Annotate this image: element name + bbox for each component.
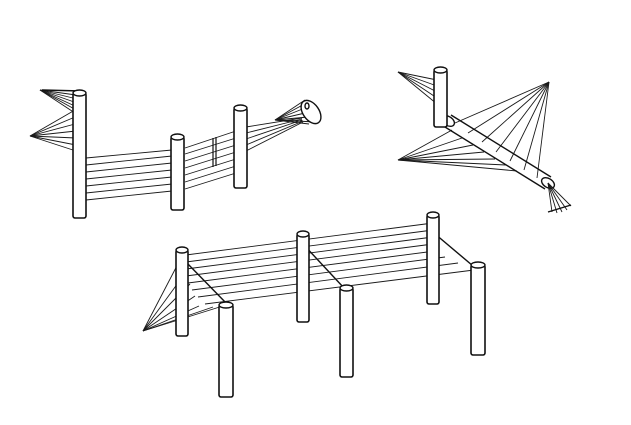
fence-post-1 (72, 89, 87, 219)
fence-post-2 (170, 133, 185, 211)
table-warping-frame (142, 211, 486, 398)
rod-and-post-warping (397, 66, 572, 214)
table-post-front-right (470, 261, 486, 356)
upper-right-fan (454, 81, 550, 179)
table-post-front-left (218, 301, 234, 398)
table-post-back-left (175, 246, 189, 337)
table-post-back-right (426, 211, 440, 305)
fence-warping-frame (29, 89, 322, 219)
fence-warp-threads (85, 117, 304, 201)
lower-left-fan (397, 129, 518, 172)
left-upper-fan (39, 89, 83, 116)
upper-left-fan (397, 71, 438, 105)
table-post-back-middle (296, 230, 310, 323)
left-lower-fan (29, 109, 77, 152)
warping-rod (440, 114, 556, 190)
rod-post (433, 66, 448, 128)
table-post-front-middle (339, 284, 354, 378)
lower-right-fan (547, 182, 572, 214)
right-fan-cone (274, 99, 322, 125)
fence-post-3 (233, 104, 248, 189)
